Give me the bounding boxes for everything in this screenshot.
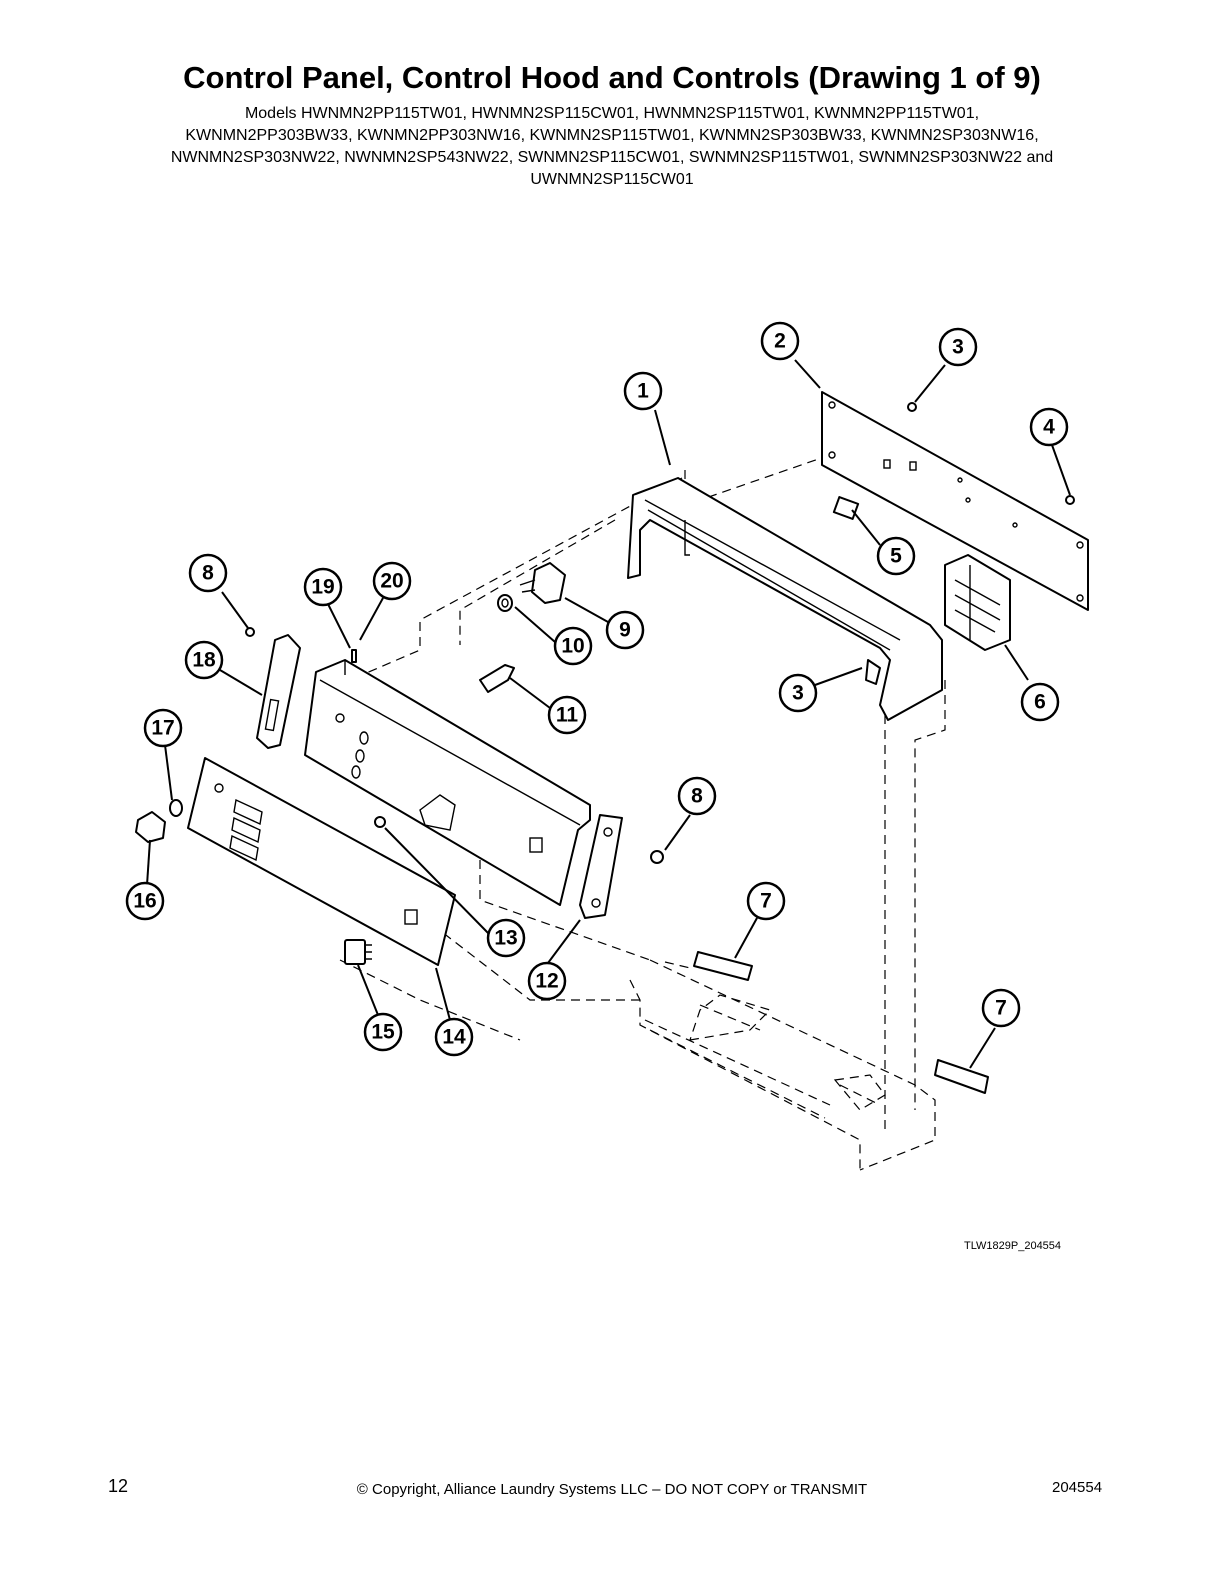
callout-label: 14 bbox=[442, 1026, 466, 1049]
callout-7-top: 7 bbox=[746, 881, 786, 921]
control-board bbox=[944, 554, 1011, 651]
back-plate bbox=[821, 391, 1089, 611]
callout-5: 5 bbox=[876, 536, 916, 576]
model-line: NWNMN2SP303NW22, NWNMN2SP543NW22, SWNMN2… bbox=[170, 149, 1054, 166]
callout-1: 1 bbox=[623, 371, 663, 411]
model-line: UWNMN2SP115CW01 bbox=[530, 171, 694, 188]
callout-label: 18 bbox=[192, 649, 216, 672]
control-console bbox=[304, 659, 591, 906]
callout-label: 6 bbox=[1034, 691, 1046, 714]
knob bbox=[135, 799, 183, 843]
control-hood bbox=[627, 477, 943, 721]
callout-label: 8 bbox=[691, 785, 703, 808]
callout-9: 9 bbox=[605, 610, 645, 650]
page-title: Control Panel, Control Hood and Controls… bbox=[183, 60, 1041, 95]
callout-label: 13 bbox=[494, 927, 517, 950]
indicator-lens bbox=[374, 816, 386, 828]
model-list: Models HWNMN2PP115TW01, HWNMN2SP115CW01,… bbox=[100, 103, 1124, 191]
rotary-switch bbox=[519, 562, 566, 604]
page-number: 12 bbox=[108, 1476, 129, 1496]
callout-13: 13 bbox=[486, 918, 526, 958]
callout-label: 9 bbox=[619, 619, 631, 642]
copyright-notice: © Copyright, Alliance Laundry Systems LL… bbox=[356, 1481, 868, 1498]
callout-label: 2 bbox=[774, 330, 786, 353]
callout-10: 10 bbox=[553, 626, 593, 666]
callout-15: 15 bbox=[363, 1012, 403, 1052]
small-switch bbox=[832, 496, 860, 520]
callout-label: 20 bbox=[380, 570, 403, 593]
callout-label: 7 bbox=[760, 890, 772, 913]
callout-3-top: 3 bbox=[938, 327, 978, 367]
callout-label: 10 bbox=[561, 635, 584, 658]
model-line: KWNMN2PP303BW33, KWNMN2PP303NW16, KWNMN2… bbox=[185, 127, 1039, 144]
right-end-bracket bbox=[579, 814, 623, 919]
control-panel bbox=[187, 757, 456, 966]
callout-label: 19 bbox=[311, 576, 334, 599]
callout-18: 18 bbox=[184, 640, 224, 680]
callout-label: 15 bbox=[371, 1021, 395, 1044]
callout-3-mid: 3 bbox=[778, 673, 818, 713]
drawing-code: TLW1829P_204554 bbox=[964, 1240, 1062, 1252]
model-line: Models HWNMN2PP115TW01, HWNMN2SP115CW01,… bbox=[244, 105, 980, 122]
callout-14: 14 bbox=[434, 1017, 474, 1057]
callout-label: 8 bbox=[202, 562, 214, 585]
callout-label: 11 bbox=[556, 704, 579, 727]
callout-label: 17 bbox=[151, 717, 174, 740]
rocker-switch bbox=[344, 939, 372, 965]
callout-8-right: 8 bbox=[677, 776, 717, 816]
washer bbox=[497, 594, 513, 612]
callout-label: 1 bbox=[637, 380, 649, 403]
callout-6: 6 bbox=[1020, 682, 1060, 722]
callout-11: 11 bbox=[547, 695, 587, 735]
callout-label: 5 bbox=[890, 545, 902, 568]
callout-4: 4 bbox=[1029, 407, 1069, 447]
control-shaft bbox=[479, 664, 515, 693]
callout-label: 7 bbox=[995, 997, 1007, 1020]
callout-7-bottom: 7 bbox=[981, 988, 1021, 1028]
callout-label: 4 bbox=[1043, 416, 1055, 439]
callout-17: 17 bbox=[143, 708, 183, 748]
leader-lines bbox=[146, 359, 1071, 1069]
callout-label: 16 bbox=[133, 890, 156, 913]
screws bbox=[245, 402, 1075, 864]
callout-8-left: 8 bbox=[188, 553, 228, 593]
callout-19: 19 bbox=[303, 567, 343, 607]
document-number: 204554 bbox=[1052, 1479, 1103, 1496]
callout-20: 20 bbox=[372, 561, 412, 601]
callout-label: 12 bbox=[535, 970, 558, 993]
callout-2: 2 bbox=[760, 321, 800, 361]
left-end-bracket bbox=[256, 634, 301, 749]
labels bbox=[693, 951, 989, 1094]
callout-12: 12 bbox=[527, 961, 567, 1001]
callout-label: 3 bbox=[952, 336, 964, 359]
callout-16: 16 bbox=[125, 881, 165, 921]
callout-label: 3 bbox=[792, 682, 804, 705]
